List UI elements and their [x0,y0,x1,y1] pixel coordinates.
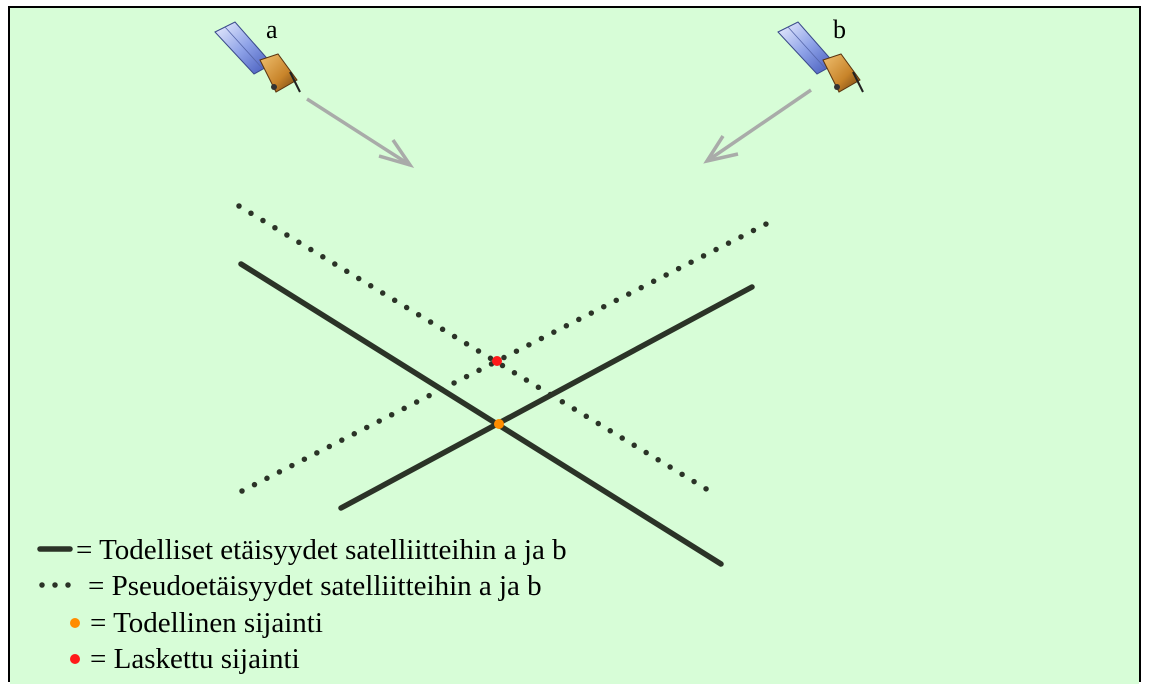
diagram-background [10,8,1139,684]
arrow-icon [306,97,415,169]
legend-item-computed-position: = Laskettu sijainti [70,643,300,675]
arrow-icon [703,88,812,164]
satellite-b-label: b [833,15,846,44]
legend-label: = Todellinen sijainti [90,607,323,639]
legend-label: = Todelliset etäisyydet satelliitteihin … [76,534,567,566]
legend-item-true-position: = Todellinen sijainti [70,607,323,639]
satellite-a-label: a [266,15,278,44]
legend-label: = Laskettu sijainti [90,643,300,675]
red-dot-swatch [70,654,80,664]
satellite-icon [214,21,301,93]
satellite-icon [777,21,864,93]
true-range-line-a [238,261,724,567]
legend: = Todelliset etäisyydet satelliitteihin … [37,534,567,675]
diagram-frame: a b [8,6,1141,684]
true-position-dot [494,419,504,429]
pseudo-range-line-b [239,217,777,494]
legend-label: = Pseudoetäisyydet satelliitteihin a ja … [88,570,542,602]
true-range-line-b [338,284,755,511]
satellite-b: b [777,15,864,93]
computed-position-dot [492,356,502,366]
diagram-canvas: a b [10,8,1139,684]
satellite-a: a [214,15,301,93]
legend-item-true-range: = Todelliset etäisyydet satelliitteihin … [37,534,567,566]
orange-dot-swatch [70,618,80,628]
legend-item-pseudo-range: = Pseudoetäisyydet satelliitteihin a ja … [39,570,542,602]
